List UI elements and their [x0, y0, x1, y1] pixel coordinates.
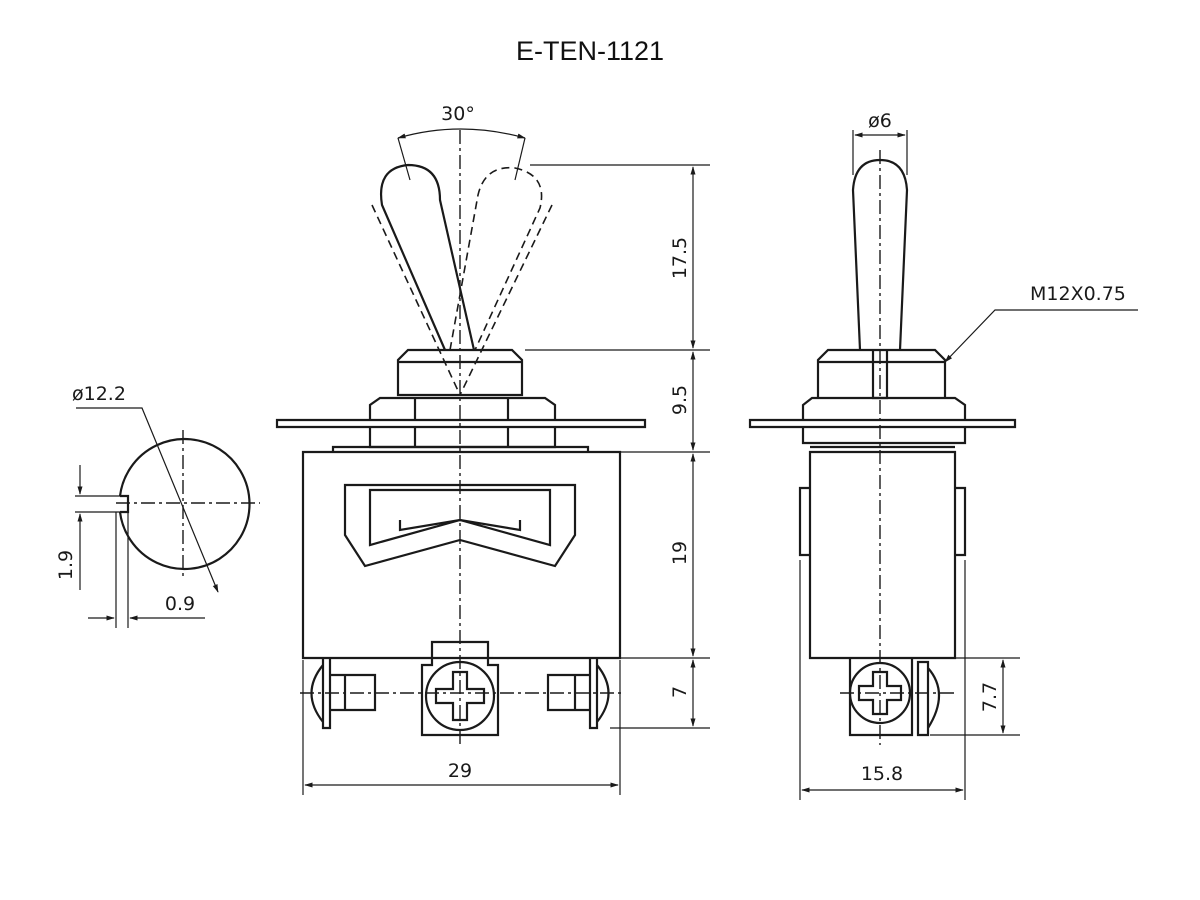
dim-side-terminal-height: 7.7 — [979, 682, 1001, 712]
dim-angle: 30° — [441, 103, 475, 125]
dim-body-height: 19 — [669, 541, 691, 565]
lower-nut — [368, 427, 557, 449]
upper-nut — [368, 396, 557, 420]
mounting-hole-view: 1.9 0.9 ø12.2 — [55, 383, 260, 628]
width-extension-lines — [302, 660, 621, 795]
side-dimensions: ø6 M12X0.75 15.8 7.7 — [799, 110, 1138, 800]
lever-diameter-extension-lines — [852, 130, 908, 175]
dim-terminal-height: 7 — [669, 686, 691, 698]
screw-cross-icon — [434, 670, 486, 722]
side-screw-cross-icon — [857, 670, 903, 716]
lever-axis-lines — [371, 204, 553, 396]
lever-solid — [379, 163, 476, 351]
angle-arc — [397, 128, 526, 139]
slot-rocker — [398, 518, 522, 532]
dim-thread: M12X0.75 — [1030, 283, 1126, 305]
drawing-title: E-TEN-1121 — [516, 36, 664, 66]
hole-outline — [118, 437, 251, 571]
dim-lever-diameter: ø6 — [868, 110, 892, 132]
front-view — [275, 130, 647, 745]
dim-key-width: 1.9 — [55, 550, 77, 580]
lever-dashed — [449, 166, 543, 351]
terminal-center — [420, 640, 500, 737]
extension-lines — [525, 164, 710, 729]
hole-centerlines — [116, 430, 260, 580]
dim-hole-diameter: ø12.2 — [72, 383, 126, 405]
side-lower-nut — [801, 427, 967, 449]
side-width-extension-lines — [799, 560, 966, 800]
dim-key-depth: 0.9 — [165, 593, 195, 615]
side-terminal-screw — [916, 660, 940, 737]
dim-bushing-height: 9.5 — [669, 385, 691, 415]
front-dimensions: 17.5 9.5 19 7 29 30° — [302, 103, 710, 795]
angle-extension-lines — [397, 137, 526, 181]
body — [301, 445, 622, 660]
side-nut — [801, 396, 967, 420]
side-view — [748, 150, 1017, 745]
dim-side-width: 15.8 — [861, 763, 903, 785]
hole-diameter-leader-line — [76, 407, 219, 593]
side-plate — [748, 418, 1017, 429]
thread-leader-line — [944, 309, 1138, 363]
bushing-nut — [396, 348, 524, 397]
side-terminal-extension-lines — [930, 657, 1020, 736]
mount-plate — [275, 418, 647, 429]
side-body — [798, 450, 967, 660]
body-slot — [343, 483, 577, 568]
key-depth-extension-lines — [115, 512, 129, 628]
dim-body-width: 29 — [448, 760, 472, 782]
side-bushing-nut — [816, 348, 947, 398]
screw-head — [424, 660, 496, 732]
key-notch — [120, 494, 130, 514]
dim-lever-height: 17.5 — [669, 237, 691, 279]
key-width-extension-lines — [75, 495, 120, 513]
